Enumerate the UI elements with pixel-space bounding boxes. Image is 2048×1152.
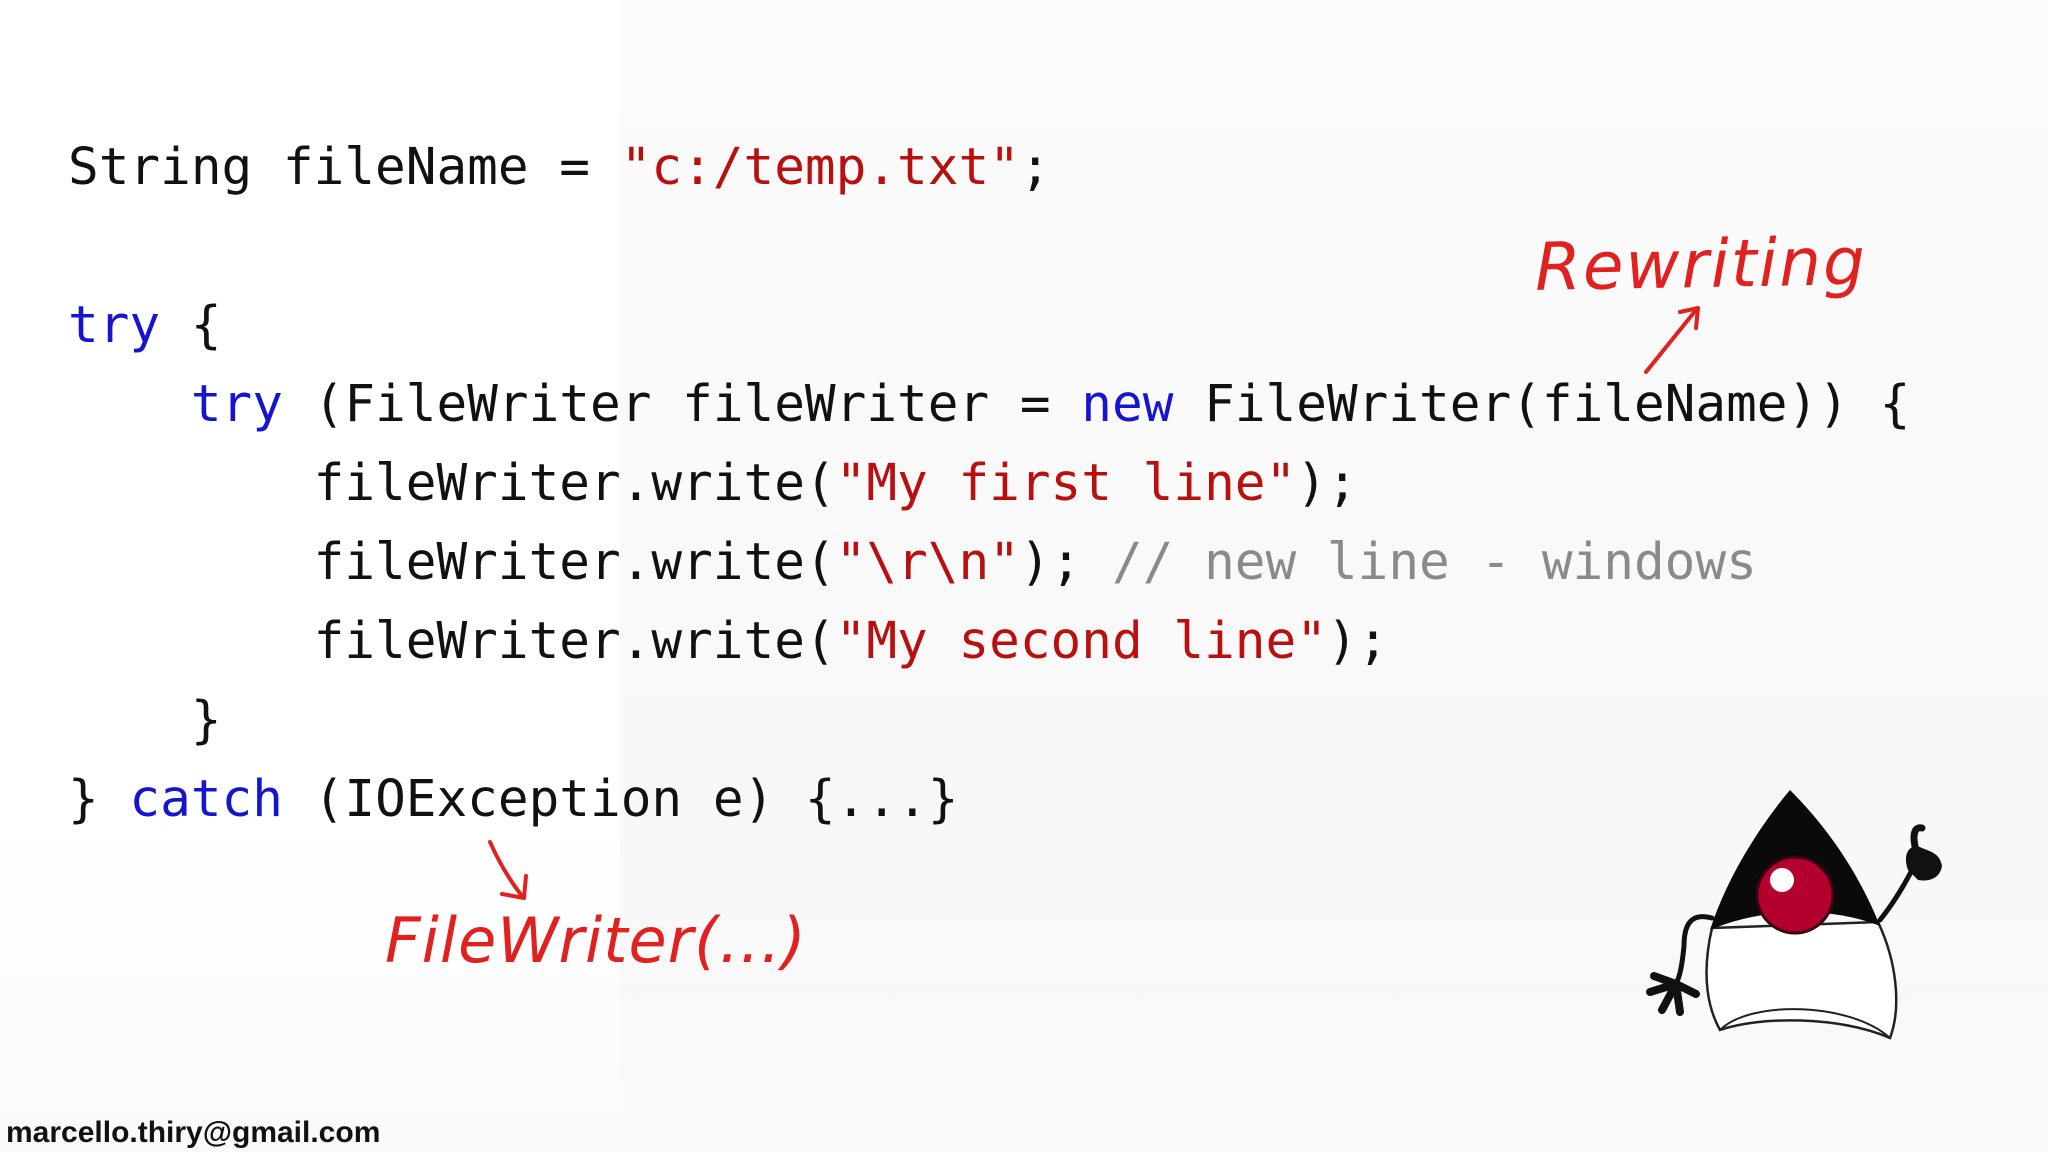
code-line: } catch (IOException e) {...} [68,760,1910,839]
code-line: String fileName = "c:/temp.txt"; [68,128,1910,207]
code-text: ); [1296,454,1358,513]
code-text: } [68,691,222,750]
code-line: fileWriter.write("\r\n"); // new line - … [68,523,1910,602]
code-keyword: try [190,375,283,434]
code-text: FileWriter(fileName)) { [1173,375,1911,434]
code-text [68,375,191,434]
arrow-up-icon [1644,306,1700,374]
code-line: try { [68,286,1910,365]
annotation-filewriter: FileWriter(...) [385,904,807,977]
code-text: fileWriter.write( [68,612,836,671]
code-string: "c:/temp.txt" [620,138,1020,197]
annotation-rewriting: Rewriting [1534,223,1868,306]
code-text: ); [1326,612,1389,671]
code-string: "\r\n" [835,533,1020,592]
code-line: fileWriter.write("My second line"); [68,602,1910,681]
code-text: fileWriter.write( [68,533,836,592]
code-keyword: new [1081,375,1174,434]
code-text: ); [1019,533,1112,592]
java-duke-mascot-icon [1646,790,1942,1040]
code-comment: // new line - windows [1111,533,1757,592]
code-text: { [160,296,222,355]
arrow-down-icon [488,840,528,900]
code-keyword: catch [129,770,283,829]
code-line: fileWriter.write("My first line"); [68,444,1910,523]
code-line: try (FileWriter fileWriter = new FileWri… [68,365,1911,444]
code-text: (IOException e) {...} [282,770,959,829]
code-text: String fileName = [68,138,621,197]
code-keyword: try [68,296,161,355]
author-email: marcello.thiry@gmail.com [6,1116,381,1149]
code-text: ; [1019,138,1051,197]
code-text: fileWriter.write( [68,454,836,513]
code-line: } [68,681,1910,760]
code-text: (FileWriter fileWriter = [282,375,1082,434]
code-block: String fileName = "c:/temp.txt"; try { t… [68,128,1910,839]
code-text: } [68,770,130,829]
code-string: "My first line" [835,454,1297,513]
code-string: "My second line" [835,612,1327,671]
